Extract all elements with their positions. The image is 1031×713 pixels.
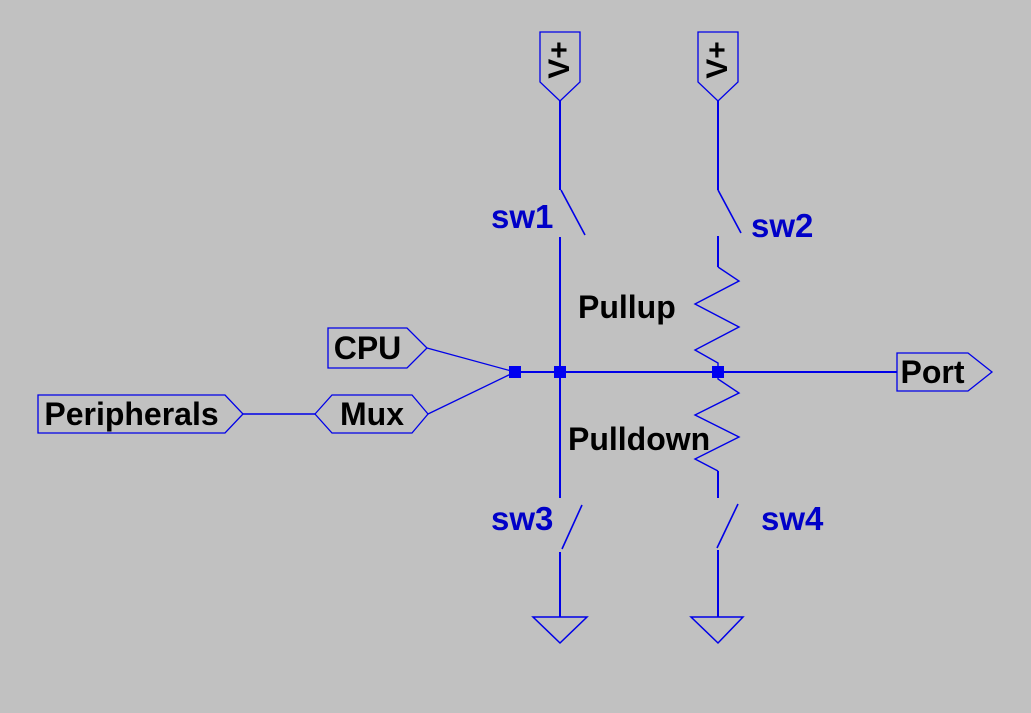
switch-sw3-blade bbox=[561, 504, 583, 550]
cpu-flag-outline bbox=[327, 327, 428, 369]
port-flag-outline bbox=[896, 352, 994, 392]
peripherals-flag-label: Peripherals bbox=[44, 395, 219, 432]
ground-symbol-right bbox=[689, 616, 745, 645]
switch-sw2-label: sw2 bbox=[751, 207, 814, 244]
peripherals-flag-outline bbox=[37, 394, 244, 434]
cpu-flag-label: CPU bbox=[333, 329, 402, 366]
resistor-pullup-zigzag bbox=[693, 266, 741, 372]
port-flag-label: Port bbox=[900, 353, 965, 390]
junction-dot-cpu-mux bbox=[509, 366, 521, 378]
switch-sw4-label: sw4 bbox=[761, 500, 824, 537]
mux-flag-label: Mux bbox=[340, 395, 404, 432]
switch-sw2-blade bbox=[717, 189, 742, 234]
vplus-label-2: V+ bbox=[701, 41, 734, 79]
junction-dot-switch-column bbox=[554, 366, 566, 378]
junction-dot-resistor-column bbox=[712, 366, 724, 378]
vplus-flag-1-outline bbox=[539, 31, 581, 102]
resistor-pullup-label: Pullup bbox=[578, 289, 676, 325]
ground-symbol-left bbox=[531, 616, 589, 645]
wire-mux-branch bbox=[427, 371, 516, 415]
switch-sw4-blade bbox=[716, 503, 739, 549]
mux-flag-outline bbox=[314, 394, 429, 434]
vplus-flag-2: V+ bbox=[698, 32, 738, 88]
switch-sw1-label: sw1 bbox=[491, 198, 554, 235]
vplus-label-1: V+ bbox=[543, 41, 576, 79]
vplus-flag-2-outline bbox=[697, 31, 739, 102]
switch-sw3-label: sw3 bbox=[491, 500, 554, 537]
switch-sw1-blade bbox=[560, 189, 586, 236]
vplus-flag-1: V+ bbox=[540, 32, 580, 88]
resistor-pulldown-label: Pulldown bbox=[568, 421, 711, 457]
wire-cpu-branch bbox=[426, 347, 516, 373]
resistor-pulldown-zigzag bbox=[693, 372, 741, 472]
